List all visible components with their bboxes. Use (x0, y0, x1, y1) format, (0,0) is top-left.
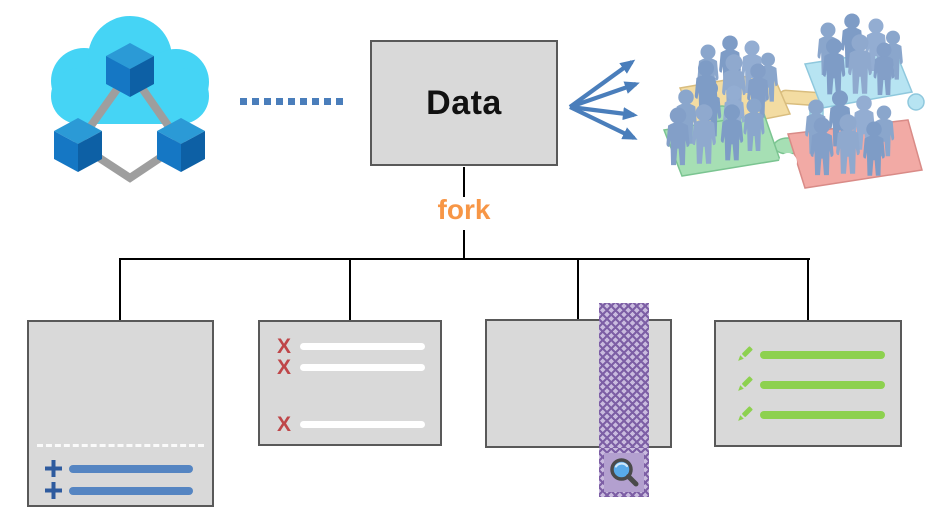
x-icon: X (277, 356, 292, 379)
cloud-network-icon (51, 16, 209, 183)
cube-left (54, 118, 102, 172)
arrow-4 (569, 105, 638, 140)
fork-label: fork (437, 194, 491, 225)
data-node-label: Data (426, 83, 502, 122)
arrow-1 (568, 59, 636, 109)
fork-stem-lower (463, 230, 465, 259)
pencil-icon (738, 406, 753, 421)
teams-puzzle-image (662, 13, 925, 189)
data-node: Data (370, 40, 558, 166)
purple-lattice-strip (599, 303, 649, 448)
plus-icon (45, 460, 62, 477)
network-links (72, 64, 187, 183)
x-icon: X (277, 413, 292, 436)
edited-line-bar (760, 410, 885, 419)
magnifier-icon (610, 457, 639, 486)
x-icon: X (277, 335, 292, 358)
branch-box-additions (27, 320, 214, 507)
edited-line-bar (760, 350, 885, 359)
edited-line-bar (760, 380, 885, 389)
branch-drop-2 (349, 258, 351, 322)
arrow-2 (569, 81, 640, 109)
magnifier-badge (599, 448, 649, 497)
magnifier-badge-inner (604, 453, 644, 492)
branch-drop-4 (807, 258, 809, 322)
dashed-divider (37, 444, 204, 447)
branch-drop-3 (577, 258, 579, 322)
deleted-line-bar (300, 343, 425, 350)
deleted-line-bar (300, 364, 425, 371)
cube-top (106, 43, 154, 97)
plus-icon (45, 482, 62, 499)
arrow-3 (569, 104, 638, 121)
added-line-bar (69, 464, 193, 473)
fork-stem-upper (463, 167, 465, 197)
branch-horizontal-bar (119, 258, 810, 260)
branch-drop-1 (119, 258, 121, 322)
fan-out-arrows (568, 59, 640, 140)
cube-right (157, 118, 205, 172)
branch-box-edits (714, 320, 902, 447)
branch-box-deletions: X X X (258, 320, 442, 446)
pencil-icon (738, 346, 753, 361)
dotted-connector (240, 98, 344, 105)
deleted-line-bar (300, 421, 425, 428)
pencil-icon (738, 376, 753, 391)
added-line-bar (69, 486, 193, 495)
